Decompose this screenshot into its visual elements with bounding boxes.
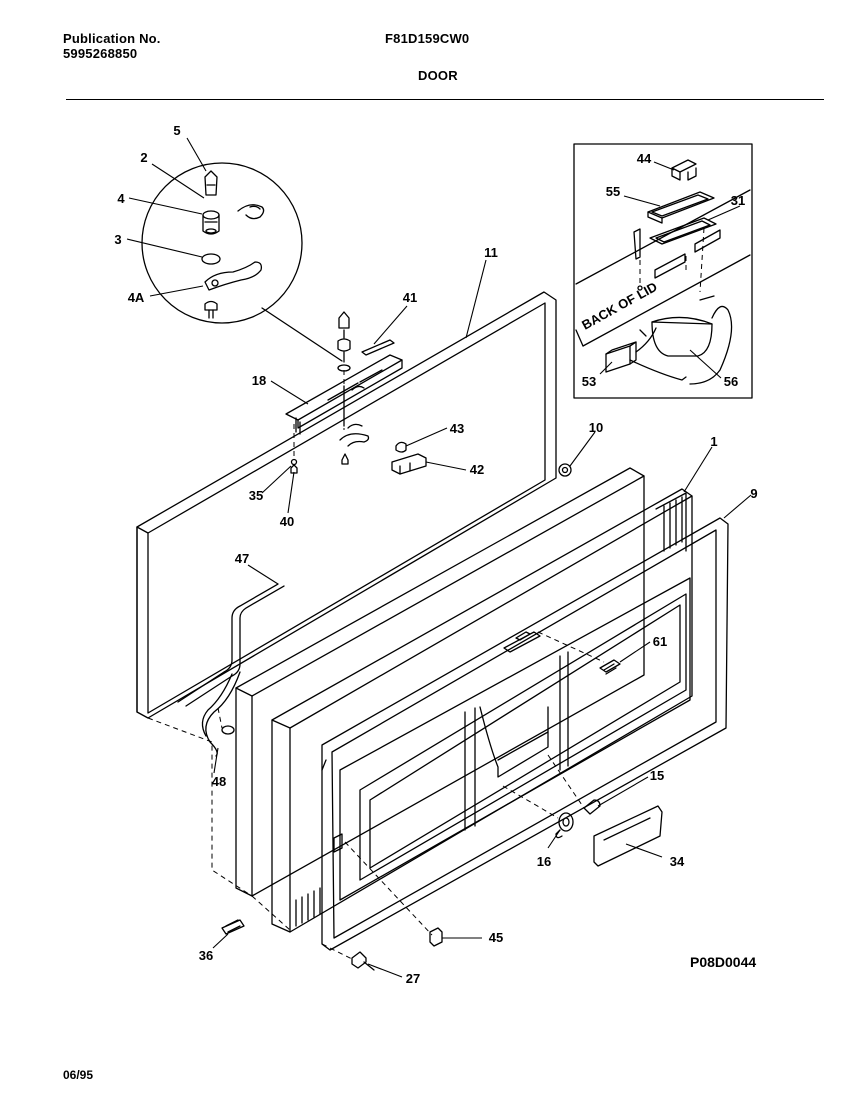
insulation-block — [235, 467, 645, 897]
assembly-guides — [147, 227, 705, 961]
section-title: DOOR — [418, 68, 458, 83]
liner-frame — [136, 291, 557, 719]
callout-56: 56 — [724, 374, 738, 389]
publication-label: Publication No. — [63, 31, 161, 46]
callout-10: 10 — [589, 420, 603, 435]
callout-4a: 4A — [128, 290, 145, 305]
callout-45: 45 — [489, 930, 503, 945]
callout-15: 15 — [650, 768, 664, 783]
hinge-bracket — [285, 354, 403, 435]
callout-40: 40 — [280, 514, 294, 529]
callout-1: 1 — [710, 434, 717, 449]
callout-4: 4 — [117, 191, 125, 206]
callout-61: 61 — [653, 634, 667, 649]
callout-5: 5 — [173, 123, 180, 138]
callout-42: 42 — [470, 462, 484, 477]
callout-18: 18 — [252, 373, 266, 388]
callout-labels: 5 2 4 3 4A 41 11 18 43 10 42 35 40 1 9 4… — [114, 123, 757, 986]
callout-9: 9 — [750, 486, 757, 501]
inner-door-liner — [321, 517, 729, 951]
heater-wire — [177, 583, 285, 707]
header-rule — [66, 99, 824, 100]
callout-47: 47 — [235, 551, 249, 566]
callout-3: 3 — [114, 232, 121, 247]
callout-43: 43 — [450, 421, 464, 436]
callout-2: 2 — [140, 150, 147, 165]
callout-48: 48 — [212, 774, 226, 789]
outer-door-panel — [271, 488, 693, 933]
publication-number: 5995268850 — [63, 46, 138, 61]
inset-back-of-lid-label: BACK OF LID — [579, 279, 660, 333]
callout-35: 35 — [249, 488, 263, 503]
revision-date: 06/95 — [63, 1068, 94, 1082]
callout-53: 53 — [582, 374, 596, 389]
leader-lines — [126, 137, 752, 978]
inset-light-assembly — [573, 143, 753, 399]
callout-34: 34 — [670, 854, 685, 869]
callout-27: 27 — [406, 971, 420, 986]
callout-44: 44 — [637, 151, 652, 166]
callout-41: 41 — [403, 290, 417, 305]
callout-55: 55 — [606, 184, 620, 199]
callout-16: 16 — [537, 854, 551, 869]
model-number: F81D159CW0 — [385, 31, 470, 46]
callout-36: 36 — [199, 948, 213, 963]
drawing-code: P08D0044 — [690, 954, 757, 970]
hinge-detail-circle — [141, 162, 343, 362]
callout-31: 31 — [731, 193, 745, 208]
callout-11: 11 — [484, 245, 498, 260]
